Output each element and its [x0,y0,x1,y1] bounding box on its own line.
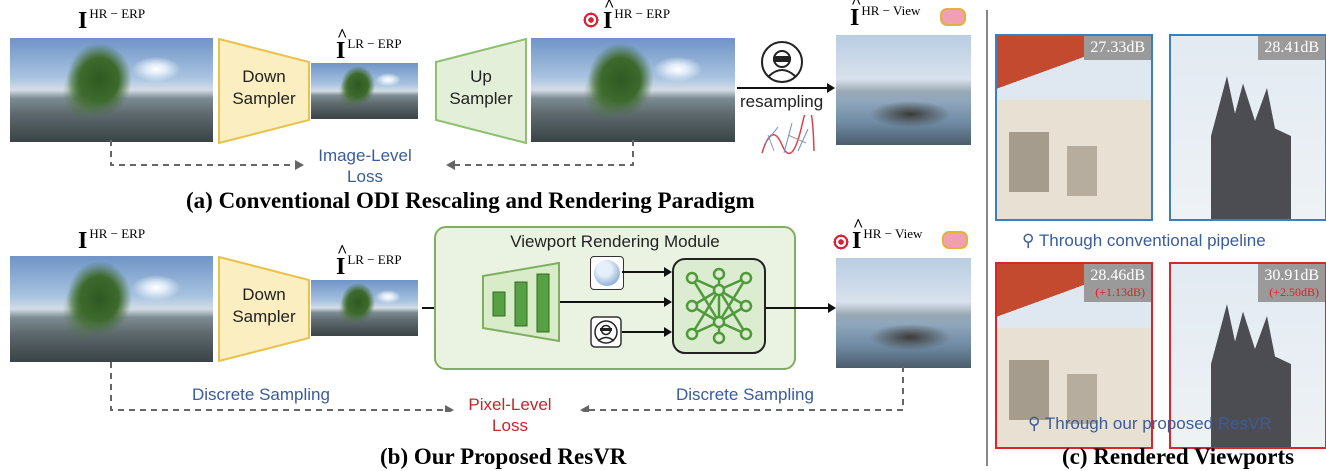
caption-b: (b) Our Proposed ResVR [380,444,627,469]
module-to-view-arrow [766,303,836,313]
caption-c: (c) Rendered Viewports [1062,444,1295,469]
target-icon [583,12,599,28]
discrete-sampling-left: Discrete Sampling [192,385,330,404]
top-lr-erp-image [311,63,418,119]
caption-conventional: ⚲ Through conventional pipeline [1022,231,1266,250]
caption-a: (a) Conventional ODI Rescaling and Rende… [186,188,755,213]
target-icon-2 [833,234,849,250]
resampling-arrow [737,83,835,93]
top-hr-view-label: IHR − View [850,0,920,32]
proposed-viewport-1: 28.46dB (+1.13dB) [995,262,1153,449]
module-title: Viewport Rendering Module [510,232,720,251]
top-lr-erp-label: ILR − ERP [336,25,402,65]
top-rec-erp-image [531,38,735,142]
bottom-lr-erp-image [311,280,418,336]
vr-headset-icon [940,8,966,26]
proposed-viewport-2: 30.91dB (+2.50dB) [1169,262,1326,449]
bottom-hr-view-label: IHR − View [852,215,922,255]
magnifier-icon-2: ⚲ [1028,414,1041,433]
bottom-lr-erp-label: ILR − ERP [336,241,402,281]
module-arrows [560,267,672,337]
top-rec-erp-label: IHR − ERP [603,0,670,35]
encoder-trapezoid [482,262,560,342]
conventional-viewport-1: 27.33dB [995,34,1153,221]
bottom-loss-arrows [110,362,904,412]
vertical-divider [986,10,988,466]
vr-user-icon [761,41,803,83]
psnr-conventional-2: 28.41dB [1258,36,1325,60]
psnr-proposed-1: 28.46dB (+1.13dB) [1084,264,1151,302]
bottom-hr-view-image [836,258,971,368]
top-down-sampler [218,38,310,144]
bottom-hr-erp-image [10,256,213,362]
top-loss-arrows [110,140,634,170]
top-up-sampler [435,38,527,144]
resampling-label: resampling [740,92,824,111]
neural-network-icon [672,258,766,354]
top-hr-view-image [836,35,971,145]
conventional-viewport-2: 28.41dB [1169,34,1326,221]
discrete-sampling-right: Discrete Sampling [676,385,814,404]
vr-headset-icon-2 [942,231,968,249]
bottom-down-sampler [218,256,310,362]
viewer-icon [590,316,622,348]
top-hr-erp-image [10,38,213,142]
sampling-grid-icon [761,115,815,155]
psnr-proposed-2: 30.91dB (+2.50dB) [1258,264,1325,302]
caption-proposed: ⚲ Through our proposed ResVR [1028,414,1272,433]
psnr-conventional-1: 27.33dB [1084,36,1151,60]
magnifier-icon: ⚲ [1022,231,1035,250]
